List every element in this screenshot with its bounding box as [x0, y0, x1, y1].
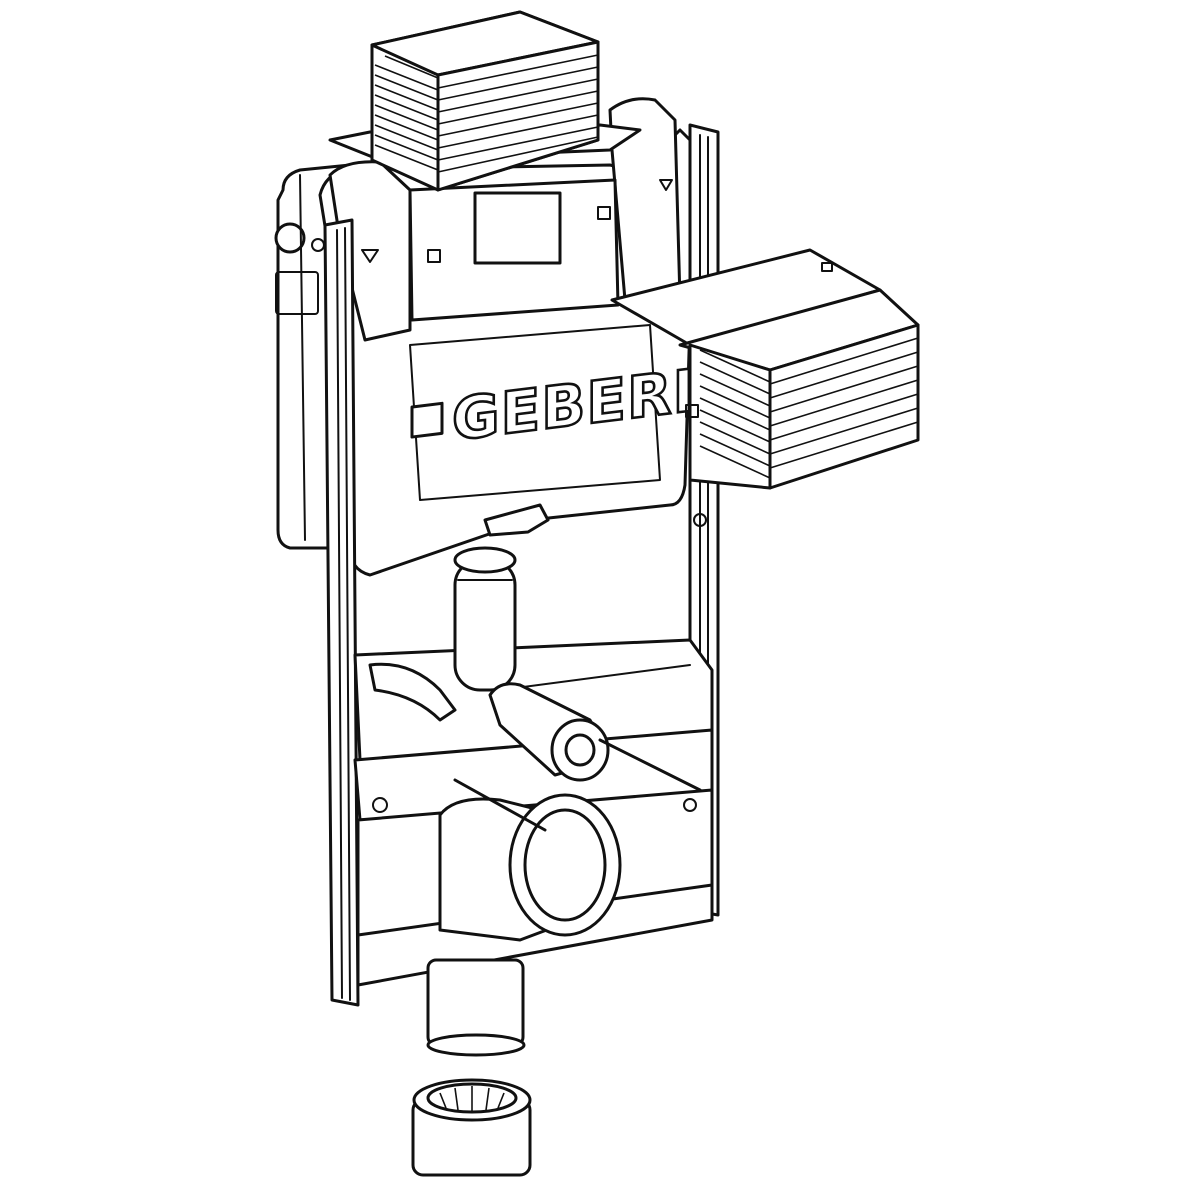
outlet-pipe [426, 958, 526, 1057]
outlet-elbow [438, 778, 622, 942]
cistern-body [318, 97, 692, 577]
top-filter-box [328, 10, 642, 192]
flush-pipe [368, 546, 517, 722]
side-filter-box [610, 248, 920, 490]
pipe-seal [411, 1078, 532, 1177]
water-supply-valve [488, 682, 702, 792]
display-window [473, 191, 562, 265]
left-frame-rail [323, 218, 360, 1007]
connection-port-icon [274, 222, 306, 254]
